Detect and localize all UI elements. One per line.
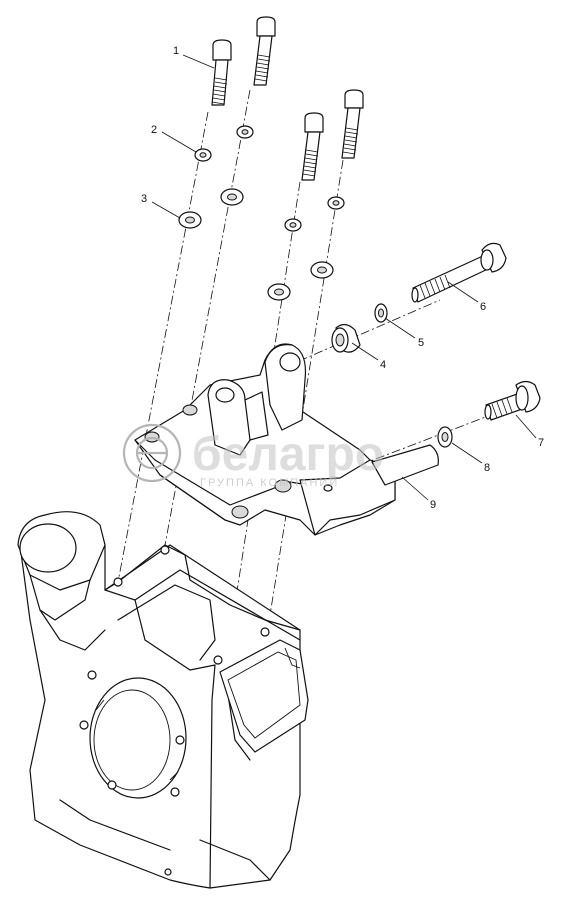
callout-7: 7 bbox=[538, 437, 544, 449]
part-4-bushing bbox=[331, 323, 361, 353]
watermark: белагро ГРУППА КОМПАНИЙ bbox=[122, 423, 384, 489]
part-8-washer bbox=[437, 426, 453, 448]
callout-6: 6 bbox=[480, 301, 486, 313]
watermark-tagline: ГРУППА КОМПАНИЙ bbox=[200, 476, 339, 489]
part-9-axle bbox=[371, 444, 439, 486]
watermark-brand: белагро bbox=[192, 428, 384, 481]
callout-1: 1 bbox=[173, 45, 179, 57]
gearbox-housing bbox=[17, 511, 309, 889]
part-6-bolt bbox=[411, 242, 507, 303]
part-2-spring-washers bbox=[194, 125, 345, 232]
callout-9: 9 bbox=[430, 499, 436, 511]
part-7-bolt bbox=[484, 380, 541, 421]
part-1-bolts bbox=[211, 16, 364, 181]
callout-2: 2 bbox=[151, 124, 157, 136]
part-5-washer bbox=[374, 303, 388, 323]
mounting-bracket bbox=[134, 343, 396, 536]
callout-8: 8 bbox=[484, 462, 490, 474]
leader-lines bbox=[151, 54, 537, 501]
callout-5: 5 bbox=[418, 337, 424, 349]
part-3-flat-washers bbox=[178, 188, 334, 301]
callout-labels: 1 2 3 4 5 6 7 8 9 bbox=[141, 45, 544, 511]
callout-4: 4 bbox=[380, 359, 386, 371]
callout-3: 3 bbox=[141, 193, 147, 205]
